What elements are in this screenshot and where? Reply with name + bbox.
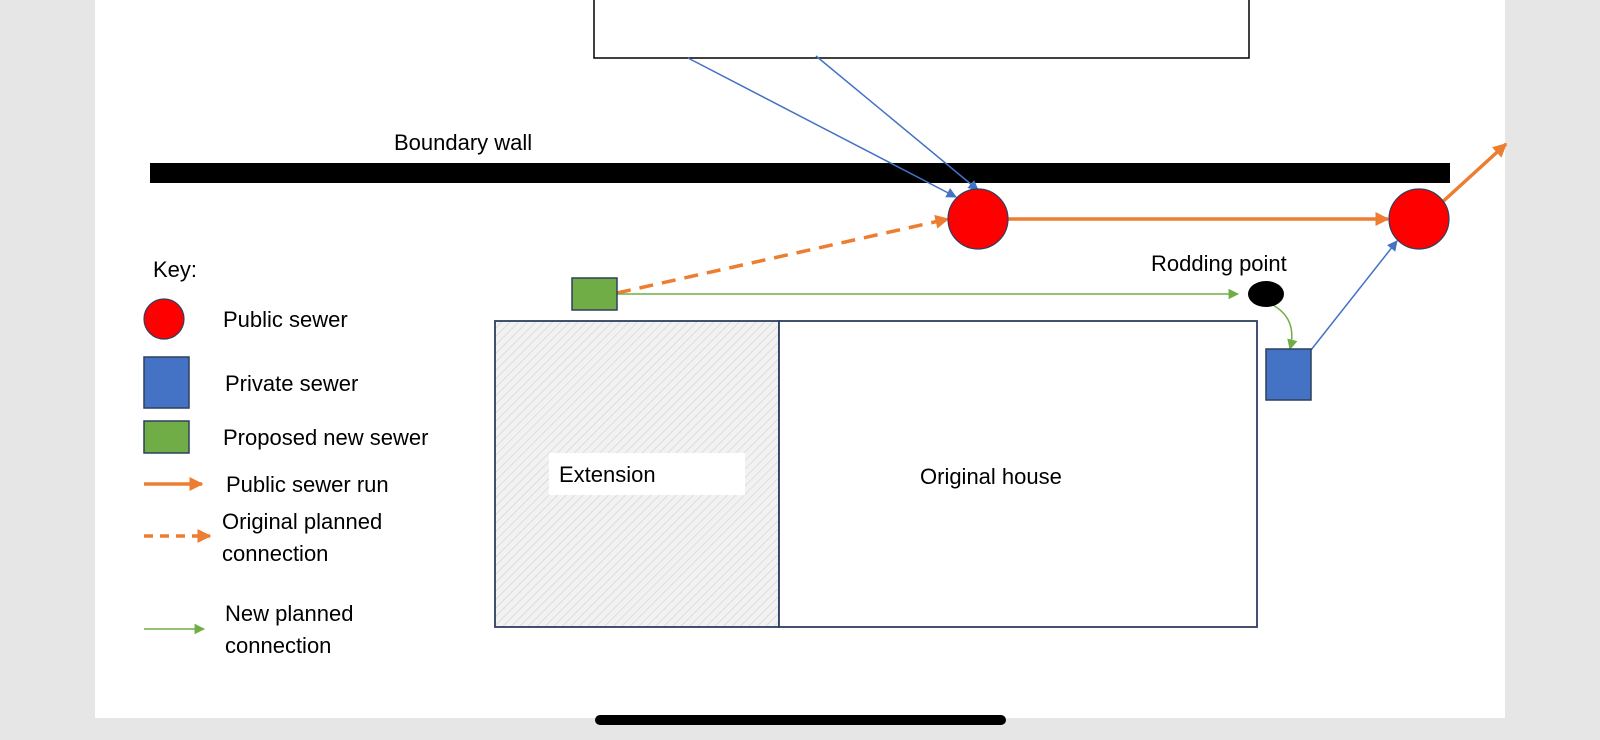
- key-public-sewer-run-label: Public sewer run: [226, 472, 389, 497]
- rodding-point-label: Rodding point: [1151, 251, 1287, 276]
- private-connection-line: [1310, 240, 1398, 351]
- private-connection-line: [687, 57, 957, 198]
- original-house-outline: [778, 320, 1258, 628]
- extension-label-box: [549, 453, 745, 495]
- top-building-outline: [593, 0, 1250, 59]
- key-new-planned-connection-label: connection: [225, 633, 331, 658]
- proposed-new-sewer-box: [571, 277, 618, 311]
- key-public-sewer-swatch: [143, 298, 185, 340]
- key-private-sewer-label: Private sewer: [225, 371, 358, 396]
- key-public-sewer-label: Public sewer: [223, 307, 348, 332]
- key-proposed-new-sewer-label: Proposed new sewer: [223, 425, 428, 450]
- key-new-planned-connection-label: New planned: [225, 601, 353, 626]
- public-sewer-run-line: [1436, 142, 1508, 208]
- public-sewer-manhole: [1388, 188, 1450, 250]
- original-planned-connection-line: [616, 214, 950, 295]
- key-private-sewer-swatch: [143, 356, 190, 409]
- boundary-wall: [150, 163, 1450, 183]
- rodding-point: [1248, 281, 1284, 307]
- public-sewer-manhole: [947, 188, 1009, 250]
- new-planned-connection-line: [1270, 303, 1298, 351]
- key-original-planned-connection-label: Original planned: [222, 509, 382, 534]
- boundary-wall-label: Boundary wall: [394, 130, 532, 155]
- private-sewer-box: [1265, 348, 1312, 401]
- extension-label: Extension: [559, 462, 656, 487]
- key-title: Key:: [153, 257, 197, 282]
- key-proposed-new-sewer-swatch: [143, 420, 190, 454]
- home-indicator-bar[interactable]: [595, 715, 1006, 725]
- private-connection-line: [815, 55, 979, 191]
- key-original-planned-connection-label: connection: [222, 541, 328, 566]
- original-house-label: Original house: [920, 464, 1062, 489]
- diagram-key: Key: Public sewer Private sewer Proposed…: [143, 257, 428, 658]
